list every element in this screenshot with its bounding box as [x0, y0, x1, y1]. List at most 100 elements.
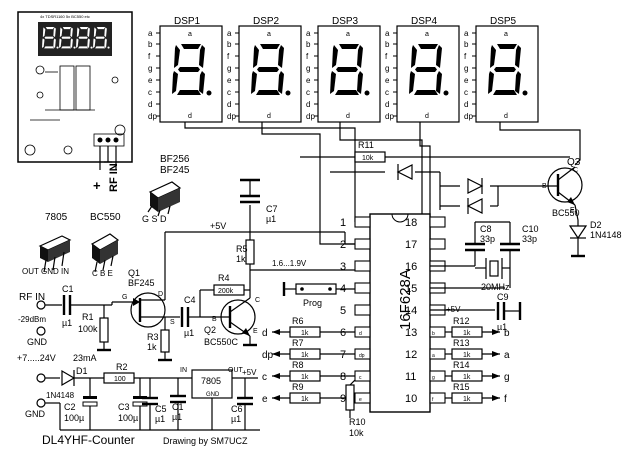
ic-pin [354, 216, 371, 228]
svg-text:Q1: Q1 [128, 268, 140, 278]
svg-text:C2: C2 [64, 402, 76, 412]
resistor-value: 1k [463, 374, 471, 381]
svg-text:1k: 1k [236, 254, 246, 264]
segment-pin-label: a [148, 29, 153, 38]
segment-pin-label: b [227, 40, 232, 49]
package-drawings: 7805 OUT GND IN BC550 C B E BF256 BF245 [22, 154, 190, 278]
resistor-r10: R10 10k [345, 379, 366, 438]
inset-tiny-text: 4x TDSR1160 5x BC550 etc [40, 14, 90, 19]
svg-text:E: E [253, 328, 258, 335]
segment-inner-label: a [504, 31, 508, 38]
svg-text:R4: R4 [218, 273, 230, 283]
segment-pin-label: e [148, 76, 153, 85]
segment-pin-label: g [227, 64, 231, 73]
diode-switch [396, 164, 484, 214]
segment-pin-label: a [464, 29, 469, 38]
svg-text:C: C [573, 167, 578, 174]
svg-text:D1: D1 [76, 366, 88, 376]
svg-text:µ1: µ1 [155, 414, 165, 424]
diode-d2: D2 1N4148 [568, 220, 622, 258]
segment-pin-label: dp [306, 112, 315, 121]
segment-pin-label: f [227, 52, 230, 61]
display-title: DSP2 [253, 16, 280, 27]
segment-pin-label: g [306, 64, 310, 73]
svg-text:23mA: 23mA [73, 353, 97, 363]
svg-text:R10: R10 [349, 417, 366, 427]
svg-text:100µ: 100µ [118, 413, 138, 423]
ic-pin-number: 8 [340, 371, 346, 383]
svg-text:1N4148: 1N4148 [46, 391, 75, 400]
display-title: DSP5 [490, 16, 517, 27]
svg-text:C4: C4 [184, 295, 196, 305]
display-title: DSP4 [411, 16, 438, 27]
segment-pin-label: d [385, 100, 389, 109]
svg-text:RF IN: RF IN [19, 292, 45, 303]
svg-text:µ1: µ1 [231, 414, 241, 424]
svg-text:1N4148: 1N4148 [590, 230, 622, 240]
svg-text:µ1: µ1 [172, 412, 182, 422]
ic-pin [354, 370, 371, 382]
segment-pin-label: f [464, 52, 467, 61]
segment-pin-label: g [464, 64, 468, 73]
resistor-value: 1k [301, 352, 309, 359]
ic-pin [354, 304, 371, 316]
segment-pin-tag: c [359, 375, 362, 381]
svg-text:10k: 10k [349, 428, 364, 438]
ic-pin-number: 17 [405, 239, 417, 251]
resistor-value: 1k [463, 352, 471, 359]
svg-text:G: G [122, 294, 127, 301]
svg-text:100µ: 100µ [64, 413, 84, 423]
power-supply: +7.....24V 23mA GND D1 1N4148 100 R2 C2 … [17, 353, 260, 431]
svg-text:R5: R5 [236, 244, 248, 254]
svg-text:BF256: BF256 [160, 154, 190, 165]
resistor-name: R15 [453, 382, 470, 392]
svg-text:B: B [212, 316, 217, 323]
segment-pin-label: c [227, 88, 231, 97]
svg-text:R1: R1 [82, 312, 94, 322]
svg-text:BF245: BF245 [160, 165, 190, 176]
segment-pin-label: b [385, 40, 390, 49]
resistor-r11: R11 10k [354, 140, 386, 163]
ic-label: 16F628A [397, 269, 414, 330]
svg-text:S: S [170, 319, 175, 326]
segment-inner-label: a [188, 31, 192, 38]
resistor-name: R9 [292, 382, 304, 392]
segment-inner-label: d [346, 113, 350, 120]
ic-pin-number: 7 [340, 349, 346, 361]
segment-pin-label: g [148, 64, 152, 73]
segment-inner-label: d [425, 113, 429, 120]
ic-pin [354, 282, 371, 294]
svg-text:OUT GND IN: OUT GND IN [22, 267, 69, 276]
segment-pin-label: a [385, 29, 390, 38]
segment-pin-label: e [464, 76, 469, 85]
ic-pin-number: 13 [405, 327, 417, 339]
segment-pin-label: b [306, 40, 311, 49]
segment-output-label: d [262, 328, 268, 339]
display-title: DSP1 [174, 16, 201, 27]
segment-pin-label: d [227, 100, 231, 109]
resistor-name: R8 [292, 360, 304, 370]
ic-pin-number: 3 [340, 261, 346, 273]
segment-pin-tag: dp [359, 353, 365, 359]
segment-pin-label: e [227, 76, 232, 85]
svg-text:BC550: BC550 [90, 212, 121, 223]
svg-text:µ1: µ1 [497, 322, 507, 332]
resistor-name: R14 [453, 360, 470, 370]
svg-text:µ1: µ1 [266, 214, 276, 224]
ic-pin [429, 216, 446, 228]
svg-text:1k: 1k [147, 342, 157, 352]
resistor-value: 1k [463, 330, 471, 337]
svg-text:BC550: BC550 [552, 208, 580, 218]
segment-pin-label: f [306, 52, 309, 61]
segment-pin-label: dp [385, 112, 394, 121]
segment-pin-label: f [385, 52, 388, 61]
svg-text:C: C [255, 297, 260, 304]
svg-text:C6: C6 [231, 404, 243, 414]
drawing-credit: Drawing by SM7UCZ [163, 436, 248, 446]
resistor-name: R6 [292, 316, 304, 326]
segment-pin-label: e [306, 76, 311, 85]
capacitor-c9: +5V C9 µ1 [430, 292, 522, 332]
